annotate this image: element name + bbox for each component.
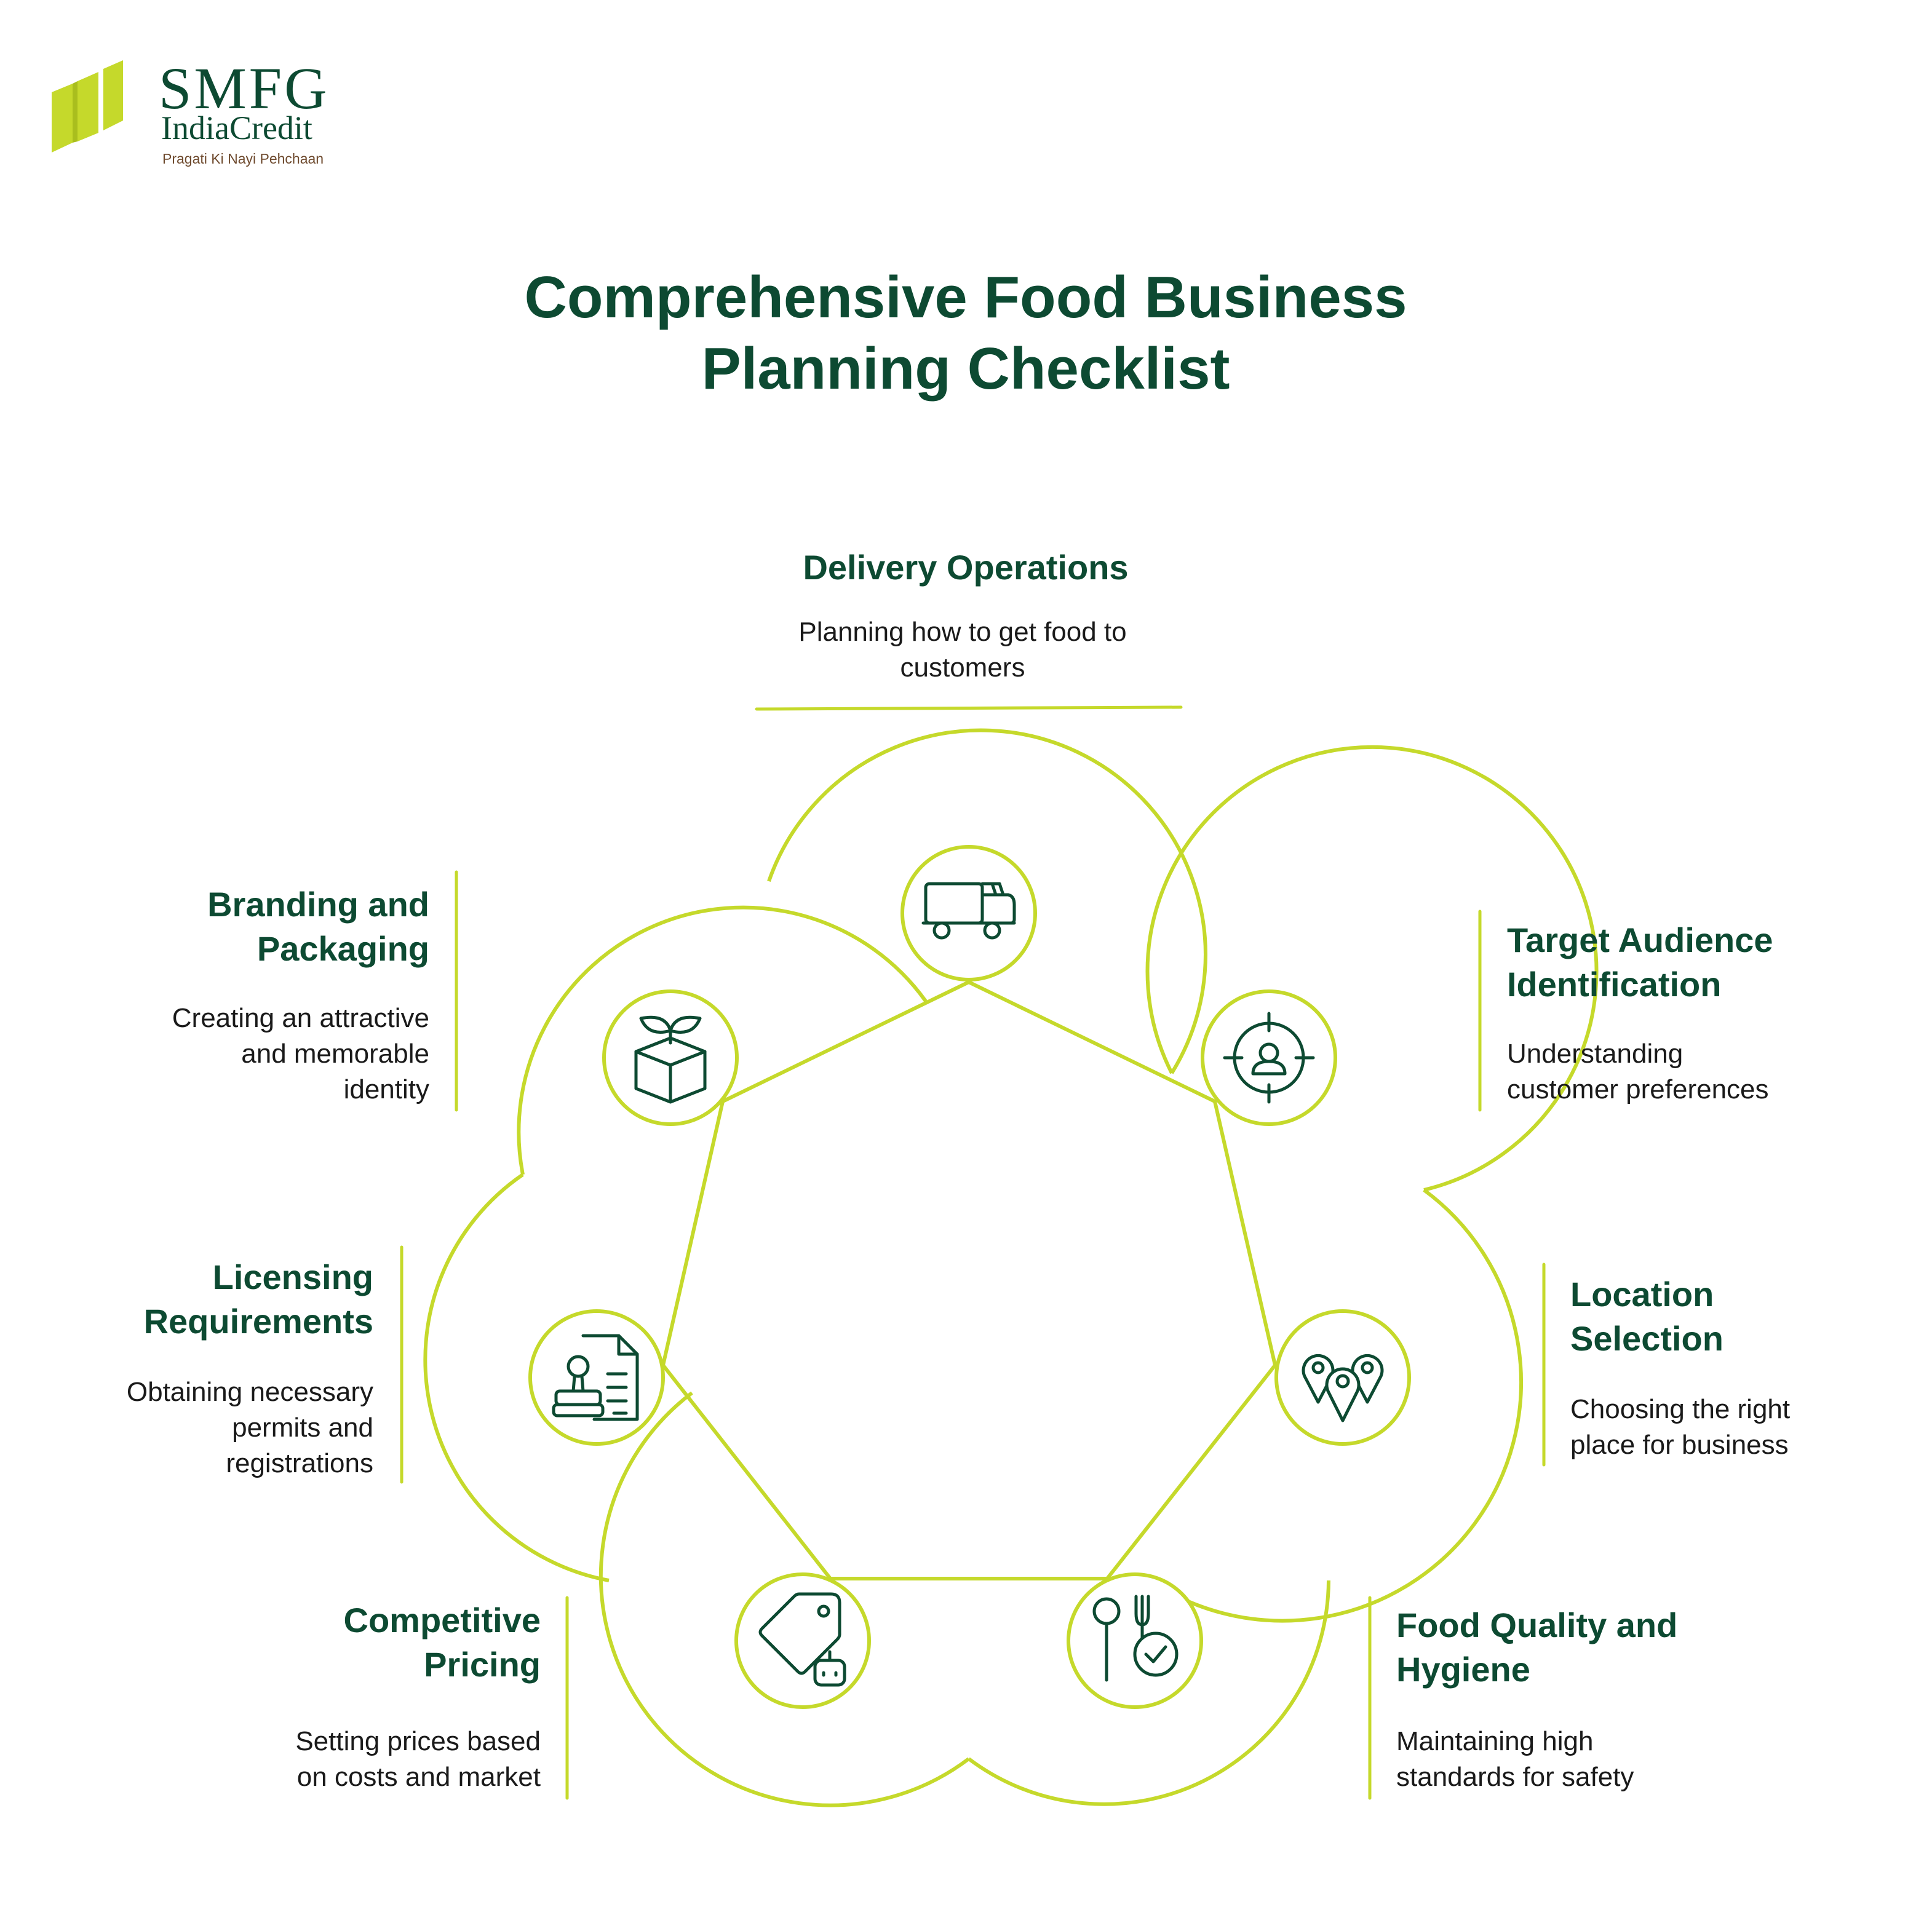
quality-heading-1: Food Quality and bbox=[1396, 1606, 1677, 1644]
delivery-heading: Delivery Operations bbox=[803, 548, 1128, 587]
circle-target bbox=[1145, 745, 1599, 1192]
block-quality: Food Quality and Hygiene Maintaining hig… bbox=[1396, 1606, 1677, 1792]
block-location: Location Selection Choosing the right pl… bbox=[1570, 1275, 1790, 1460]
licensing-desc-2: permits and bbox=[232, 1413, 373, 1443]
licensing-heading-1: Licensing bbox=[213, 1258, 373, 1296]
accent-lines bbox=[400, 705, 1546, 1800]
badge-quality bbox=[1067, 1572, 1203, 1709]
title-line-1: Comprehensive Food Business bbox=[525, 264, 1407, 330]
page-title: Comprehensive Food Business Planning Che… bbox=[525, 264, 1407, 402]
licensing-heading-2: Requirements bbox=[144, 1302, 373, 1341]
target-heading-1: Target Audience bbox=[1507, 921, 1773, 959]
icon-badges bbox=[528, 845, 1411, 1709]
smfg-leaf-logo-icon bbox=[52, 60, 123, 153]
food-quality-icon bbox=[1092, 1595, 1179, 1682]
delivery-truck-icon bbox=[921, 882, 1016, 940]
circle-pricing bbox=[599, 1391, 970, 1807]
pricing-desc-1: Setting prices based bbox=[295, 1726, 541, 1756]
licensing-desc-1: Obtaining necessary bbox=[127, 1377, 373, 1407]
location-pins-icon bbox=[1302, 1354, 1384, 1422]
price-tag-icon bbox=[758, 1592, 846, 1687]
block-delivery: Delivery Operations Planning how to get … bbox=[798, 548, 1128, 683]
branding-heading-2: Packaging bbox=[257, 929, 429, 968]
badge-target bbox=[1201, 989, 1337, 1126]
location-heading-1: Location bbox=[1570, 1275, 1714, 1314]
pricing-heading-2: Pricing bbox=[424, 1645, 541, 1684]
branding-desc-1: Creating an attractive bbox=[172, 1003, 429, 1033]
pricing-desc-2: on costs and market bbox=[297, 1762, 541, 1792]
licensing-desc-3: registrations bbox=[226, 1448, 373, 1478]
branding-heading-1: Branding and bbox=[207, 885, 429, 924]
title-line-2: Planning Checklist bbox=[702, 336, 1230, 402]
location-desc-2: place for business bbox=[1570, 1430, 1789, 1460]
circle-quality bbox=[968, 1580, 1330, 1806]
accent-line-delivery bbox=[755, 705, 1183, 711]
badge-licensing bbox=[528, 1309, 665, 1446]
target-desc-2: customer preferences bbox=[1507, 1074, 1769, 1104]
location-heading-2: Selection bbox=[1570, 1319, 1723, 1358]
circle-branding bbox=[517, 905, 928, 1175]
branding-desc-3: identity bbox=[344, 1074, 429, 1104]
quality-desc-1: Maintaining high bbox=[1396, 1726, 1593, 1756]
item-circles bbox=[423, 728, 1599, 1807]
circle-licensing bbox=[423, 1173, 610, 1582]
badge-branding bbox=[602, 989, 739, 1126]
target-heading-2: Identification bbox=[1507, 965, 1721, 1004]
block-branding: Branding and Packaging Creating an attra… bbox=[172, 885, 429, 1104]
badge-delivery bbox=[900, 845, 1037, 981]
branding-desc-2: and memorable bbox=[241, 1039, 429, 1069]
location-desc-1: Choosing the right bbox=[1570, 1394, 1790, 1424]
circle-delivery bbox=[767, 728, 1207, 1074]
brand-tagline: Pragati Ki Nayi Pehchaan bbox=[162, 151, 324, 167]
delivery-desc-1: Planning how to get food to bbox=[798, 617, 1126, 647]
package-sprout-icon bbox=[634, 1015, 707, 1104]
license-stamp-icon bbox=[552, 1334, 639, 1421]
target-audience-icon bbox=[1223, 1012, 1315, 1104]
block-licensing: Licensing Requirements Obtaining necessa… bbox=[127, 1258, 373, 1478]
delivery-desc-2: customers bbox=[900, 652, 1025, 683]
brand-subname: IndiaCredit bbox=[161, 109, 312, 146]
center-heptagon bbox=[661, 980, 1278, 1580]
brand-name: SMFG bbox=[159, 55, 329, 121]
quality-heading-2: Hygiene bbox=[1396, 1650, 1530, 1689]
quality-desc-2: standards for safety bbox=[1396, 1762, 1634, 1792]
circle-location bbox=[1140, 1188, 1523, 1623]
block-target: Target Audience Identification Understan… bbox=[1507, 921, 1773, 1104]
target-desc-1: Understanding bbox=[1507, 1039, 1683, 1069]
block-pricing: Competitive Pricing Setting prices based… bbox=[295, 1601, 541, 1792]
brand-logo: SMFG IndiaCredit Pragati Ki Nayi Pehchaa… bbox=[52, 55, 329, 167]
pricing-heading-1: Competitive bbox=[344, 1601, 541, 1640]
